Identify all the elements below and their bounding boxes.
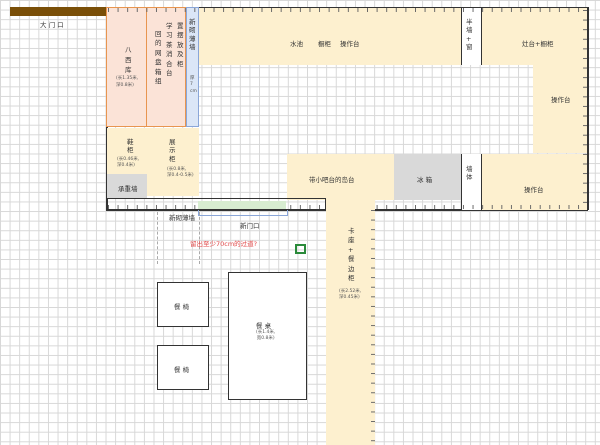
eight-west-label: 八 西 库: [125, 46, 134, 74]
worktop-bottom-label: 操作台: [524, 186, 544, 194]
new-wall-column: [186, 7, 199, 127]
lamp-cabinet-label: 置 摆 放 及 柜: [177, 22, 184, 68]
bearing-wall-label: 承重墙: [118, 185, 138, 193]
gate-label: 大 门 口: [40, 21, 64, 29]
top-counter: [199, 8, 461, 65]
chair-bottom-label: 餐 椅: [174, 366, 190, 374]
recycle-label: 回 的 网 盘 箱 组: [155, 30, 162, 86]
chair-top: [157, 282, 209, 327]
cards-dim: (长2.52米, 深0.45米): [339, 289, 362, 301]
new-door-outline: [198, 210, 288, 216]
chair-bottom: [157, 345, 209, 390]
chair-top-label: 餐 椅: [174, 303, 190, 311]
worktop-right-label: 操作台: [551, 96, 571, 104]
outer-wall-top: [106, 7, 588, 9]
fridge-label: 冰 箱: [417, 176, 433, 184]
top-wall-bar: [10, 7, 106, 16]
fridge: [394, 154, 461, 200]
dashed-line-left: [157, 212, 158, 264]
display-label: 展 示 柜: [169, 138, 176, 163]
display-cabinet: [147, 128, 199, 196]
learning-label: 学 习 茶 消 合 台: [166, 22, 173, 78]
ticks-right: [583, 10, 587, 208]
eight-west-dim: (长1.35米, 深0.8米): [116, 76, 139, 88]
pink-divider: [146, 7, 147, 127]
island: [287, 154, 394, 200]
new-wall-dim: 厚 7 cm: [190, 76, 197, 94]
window-pillar-label: 半 墙 + 窗: [466, 18, 473, 52]
table-label: 餐 桌: [256, 322, 272, 330]
island-label: 带小吧台的岛台: [309, 176, 355, 184]
outer-wall-right: [587, 7, 589, 210]
stove-label: 灶台+橱柜: [522, 40, 554, 48]
window-pillar: [461, 8, 482, 65]
worktop-label: 操作台: [340, 40, 360, 48]
new-wall-label: 新 砌 薄 墙: [189, 18, 196, 52]
bottom-right-counter: [482, 154, 587, 210]
dashed-line-right: [199, 212, 200, 264]
wall-body: [461, 154, 482, 210]
shoe-cabinet: [107, 128, 147, 174]
wall-body-label: 墙 体: [466, 165, 473, 182]
new-wall-bottom-strip: [198, 201, 286, 209]
shoe-dim: (长0.46米, 深0.4米): [117, 157, 140, 169]
cards-label: 卡 座 + 餐 边 柜: [348, 227, 355, 283]
selection-cursor-icon[interactable]: [295, 244, 306, 254]
shoe-label: 鞋 柜: [127, 138, 134, 155]
new-wall-bottom-label: 新砌薄墙: [169, 214, 195, 222]
right-counter: [533, 65, 587, 153]
display-dim: (长0.8米, 深0.4-0.5米): [167, 167, 194, 179]
inner-wall-vertical: [325, 198, 326, 210]
booth-cabinet: [326, 200, 375, 445]
corridor-question: 留出至少70cm的过道?: [190, 240, 258, 248]
bearing-wall: [107, 174, 147, 198]
dining-table: [228, 272, 307, 400]
sink-label: 水池: [290, 40, 303, 48]
cabinet-label: 橱柜: [318, 40, 331, 48]
new-door-label: 新门口: [240, 222, 260, 230]
ticks-top: [108, 8, 586, 12]
ticks-cards: [371, 210, 375, 445]
stove-counter: [482, 8, 587, 65]
inner-wall-line: [106, 198, 326, 199]
table-dim: (长1.4米, 宽0.8米): [256, 330, 276, 342]
